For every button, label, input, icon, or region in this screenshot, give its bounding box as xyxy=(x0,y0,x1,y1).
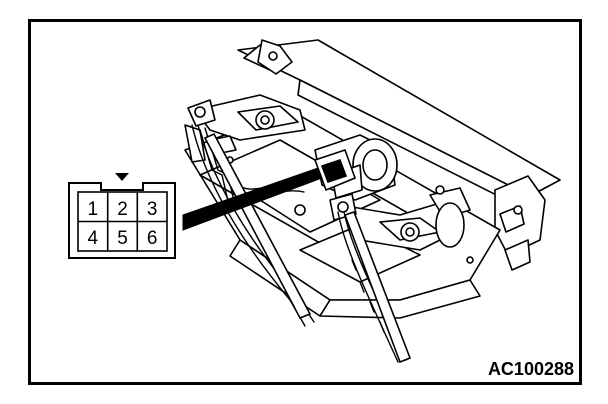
motor-connector xyxy=(313,148,357,192)
callout-leader xyxy=(182,167,323,231)
pin-1-label: 1 xyxy=(88,199,99,220)
pin-3-label: 3 xyxy=(147,199,158,220)
figure-reference-code: AC100288 xyxy=(488,359,574,379)
connector-pinout-callout: 1 2 3 4 5 6 xyxy=(68,173,176,259)
pin-4-label: 4 xyxy=(88,228,99,249)
pin-5-label: 5 xyxy=(117,228,128,249)
wiper-linkage-illustration xyxy=(184,39,561,319)
connector-key-icon xyxy=(115,173,129,181)
linkage-rods xyxy=(203,132,412,364)
pin-6-label: 6 xyxy=(147,228,158,249)
pin-2-label: 2 xyxy=(117,199,128,220)
